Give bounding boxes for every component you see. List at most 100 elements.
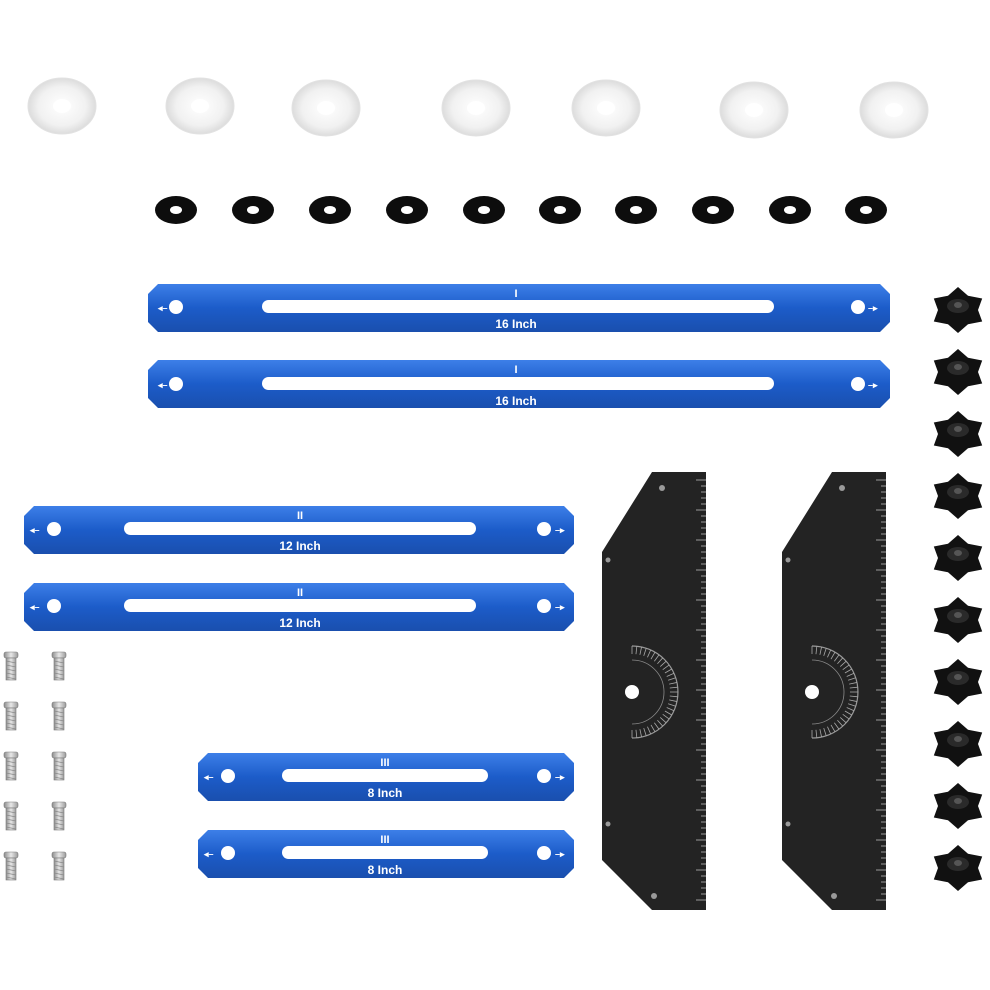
- bar-length-label: 8 Inch: [368, 786, 403, 800]
- screw-icon: [3, 751, 19, 781]
- white-washer-icon: [719, 81, 789, 139]
- protractor-tick: [654, 654, 660, 662]
- protractor-tick: [849, 695, 858, 698]
- ruler-marker: [605, 557, 611, 563]
- protractor-tick: [823, 648, 827, 656]
- protractor-tick: [666, 707, 675, 712]
- arrow-left-icon: ◂–: [29, 602, 40, 612]
- arrow-right-icon: –▸: [555, 849, 565, 859]
- star-knob-icon: [933, 721, 983, 767]
- black-washer-icon: [386, 196, 428, 224]
- arrow-right-icon: –▸: [868, 380, 878, 390]
- protractor-tick: [639, 729, 642, 738]
- screw-icon: [3, 651, 19, 681]
- black-washer-icon: [615, 196, 657, 224]
- white-washer-icon: [27, 77, 97, 135]
- protractor-ruler: [782, 472, 886, 910]
- bar-roman-label: II: [297, 510, 303, 522]
- protractor-tick: [846, 672, 855, 677]
- protractor-tick: [635, 646, 638, 655]
- bar-roman-label: II: [297, 587, 303, 599]
- protractor-tick: [823, 728, 827, 736]
- protractor-tick: [827, 649, 832, 658]
- bar-roman-label: III: [380, 757, 389, 769]
- white-washers-row: [27, 77, 929, 139]
- protractor-tick: [849, 699, 858, 702]
- protractor-tick: [837, 657, 844, 665]
- protractor-tick: [827, 726, 832, 735]
- protractor-tick: [830, 724, 836, 733]
- pivot-hole: [625, 685, 639, 699]
- ruler-marker: [839, 485, 845, 491]
- black-washer-icon: [539, 196, 581, 224]
- pivot-hole: [805, 685, 819, 699]
- protractor-tick: [669, 699, 678, 702]
- bar-length-label: 12 Inch: [279, 616, 320, 630]
- bar-roman-label: III: [380, 834, 389, 846]
- bar-8-inch-1: ◂– –▸ III 8 Inch: [198, 753, 574, 801]
- bar-12-inch-2: ◂– –▸ II 12 Inch: [24, 583, 574, 631]
- protractor-tick: [635, 729, 638, 738]
- arrow-right-icon: –▸: [555, 772, 565, 782]
- bar-16-inch-1: ◂– –▸ I 16 Inch: [148, 284, 890, 332]
- star-knob-icon: [933, 411, 983, 457]
- protractor-tick: [647, 649, 652, 658]
- ruler-marker: [605, 821, 611, 827]
- protractor-tick: [668, 703, 676, 707]
- protractor-ruler: [602, 472, 706, 910]
- protractor-tick: [815, 646, 818, 655]
- protractor-tick: [815, 729, 818, 738]
- star-knob-icon: [933, 473, 983, 519]
- protractor-tick: [666, 672, 675, 677]
- protractor-tick: [659, 717, 667, 724]
- protractor-tick: [849, 682, 858, 685]
- protractor-tick: [654, 722, 660, 730]
- arrow-left-icon: ◂–: [157, 380, 168, 390]
- protractor-tick: [842, 714, 850, 720]
- white-washer-icon: [859, 81, 929, 139]
- bar-8-inch-2: ◂– –▸ III 8 Inch: [198, 830, 574, 878]
- star-knobs-column: [933, 287, 983, 891]
- protractor-tick: [662, 714, 670, 720]
- arrow-right-icon: –▸: [555, 525, 565, 535]
- protractor-tick: [834, 654, 840, 662]
- protractor-inner-arc: [811, 659, 845, 725]
- screw-icon: [3, 851, 19, 881]
- protractor-tick: [839, 717, 847, 724]
- black-washer-icon: [845, 196, 887, 224]
- protractor-tick: [657, 657, 664, 665]
- protractor-tick: [668, 677, 676, 681]
- arrow-left-icon: ◂–: [29, 525, 40, 535]
- protractor-tick: [819, 729, 822, 738]
- ruler-marker: [785, 821, 791, 827]
- white-washer-icon: [291, 79, 361, 137]
- arrow-left-icon: ◂–: [157, 303, 168, 313]
- protractor-tick: [657, 719, 664, 727]
- protractor-tick: [837, 719, 844, 727]
- star-knob-icon: [933, 287, 983, 333]
- bar-length-label: 16 Inch: [495, 317, 536, 331]
- protractor-tick: [846, 707, 855, 712]
- black-washer-icon: [155, 196, 197, 224]
- protractor-inner-arc: [631, 659, 665, 725]
- protractor-tick: [842, 664, 850, 670]
- black-washer-icon: [309, 196, 351, 224]
- bar-12-inch-1: ◂– –▸ II 12 Inch: [24, 506, 574, 554]
- blue-bars: ◂– –▸ I 16 Inch ◂– –▸ I 16 Inch: [24, 284, 890, 878]
- screw-icon: [51, 651, 67, 681]
- white-washer-icon: [571, 79, 641, 137]
- screws-group: [3, 651, 67, 881]
- ruler-marker: [831, 893, 837, 899]
- screw-icon: [51, 701, 67, 731]
- bar-length-label: 12 Inch: [279, 539, 320, 553]
- protractor-tick: [669, 682, 678, 685]
- bar-roman-label: I: [514, 364, 517, 376]
- protractor-tick: [639, 646, 642, 655]
- protractor-tick: [664, 668, 673, 674]
- black-washer-icon: [232, 196, 274, 224]
- protractor-tick: [643, 728, 647, 736]
- bar-length-label: 16 Inch: [495, 394, 536, 408]
- protractor-tick: [650, 651, 656, 660]
